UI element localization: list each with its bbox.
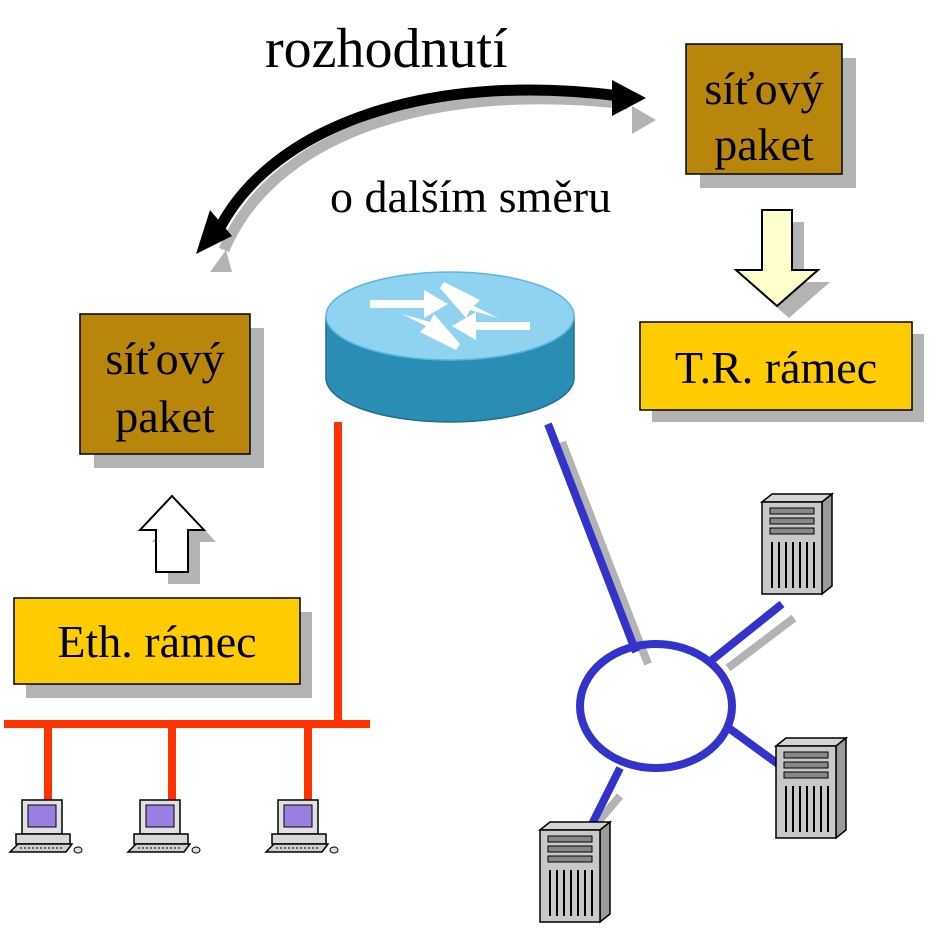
decision-text-top: rozhodnutí [265,18,508,80]
packet-left-line1: síťový [105,333,224,384]
decision-arrow [196,80,656,272]
down-arrow-icon [733,209,830,318]
router-icon [325,271,575,423]
workstation-icon-3 [265,799,339,854]
eth-frame-label: Eth. rámec [57,616,256,667]
ethernet-frame-box: Eth. rámec [13,597,312,698]
server-icon-2 [775,737,847,839]
network-packet-box-right: síťový paket [685,43,856,188]
ethernet-segment [4,422,370,810]
server-icon-1 [761,493,833,595]
server-icon-3 [539,821,611,923]
up-arrow-icon [137,494,216,584]
packet-left-line2: paket [115,391,215,442]
token-ring-link-shadows [558,440,797,839]
workstation-icon-2 [127,799,201,854]
decision-text-bottom: o dalším směru [330,171,611,222]
tr-frame-label: T.R. rámec [675,342,877,393]
token-ring-network [544,422,785,830]
packet-right-line1: síťový [704,63,823,114]
network-packet-box-left: síťový paket [79,313,264,468]
workstation-icon-1 [9,799,83,854]
packet-right-line2: paket [714,119,814,170]
token-ring-frame-box: T.R. rámec [639,321,924,422]
